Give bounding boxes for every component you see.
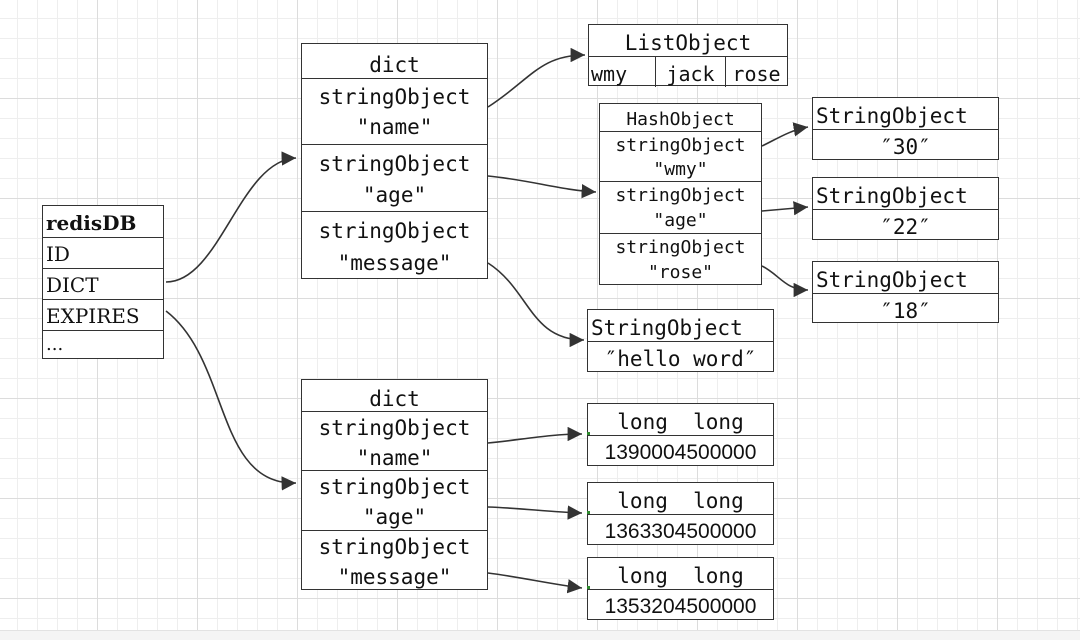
list-object-box: ListObject wmy jack rose xyxy=(588,24,788,87)
dict-main-entry-type: stringObject xyxy=(318,152,471,176)
dict-main-entry-key: "age" xyxy=(362,183,427,207)
hash-value-30-box: StringObject ″30″ xyxy=(812,97,999,160)
long-long-title: long long xyxy=(617,564,744,588)
string-object-title: StringObject xyxy=(591,316,743,340)
arrow-expire-age-to-long xyxy=(487,505,583,520)
bottom-scroll-strip xyxy=(0,630,1080,640)
hash-object-entry-key: "wmy" xyxy=(653,159,708,180)
string-object-title: StringObject xyxy=(816,104,968,128)
redisdb-field-expires: EXPIRES xyxy=(43,299,163,330)
list-object-title: ListObject xyxy=(624,31,752,55)
dict-expires-entry-name: stringObject "name" xyxy=(302,411,487,470)
arrow-message-to-string-object xyxy=(487,262,585,348)
redisdb-title: redisDB xyxy=(46,211,137,235)
string-object-value: ″22″ xyxy=(813,209,998,241)
hash-value-18-box: StringObject ″18″ xyxy=(812,261,999,323)
dict-main-title: dict xyxy=(369,53,420,77)
redisdb-field-id: ID xyxy=(43,237,163,268)
dict-expires-entry-age: stringObject "age" xyxy=(302,470,487,530)
green-marker xyxy=(587,586,590,589)
hash-object-box: HashObject stringObject "wmy" stringObje… xyxy=(599,103,762,285)
message-value-box: StringObject ″hello word″ xyxy=(587,309,774,372)
arrow-name-to-list-object xyxy=(487,47,586,108)
long-long-value: 1353204500000 xyxy=(588,589,773,621)
arrow-wmy-to-value-30 xyxy=(761,122,809,147)
expire-value-age-box: long long 1363304500000 xyxy=(587,482,774,545)
hash-object-title: HashObject xyxy=(626,109,735,130)
dict-main-entry-type: stringObject xyxy=(318,219,471,243)
hash-object-entry-rose: stringObject "rose" xyxy=(600,233,761,284)
arrow-age-to-hash-object xyxy=(487,175,597,199)
hash-object-entry-type: stringObject xyxy=(615,237,746,258)
dict-main-entry-age: stringObject "age" xyxy=(302,144,487,211)
dict-main-entry-name: stringObject "name" xyxy=(302,78,487,144)
list-object-item: wmy xyxy=(589,56,655,87)
string-object-value: ″18″ xyxy=(813,293,998,324)
dict-main-entry-type: stringObject xyxy=(318,85,471,109)
hash-object-entry-age: stringObject "age" xyxy=(600,181,761,233)
dict-expires-entry-type: stringObject xyxy=(318,535,471,559)
dict-expires-entry-key: "name" xyxy=(356,446,433,470)
dict-expires-title: dict xyxy=(369,387,420,411)
dict-main-entry-message: stringObject "message" xyxy=(302,211,487,278)
green-marker xyxy=(587,511,590,514)
hash-object-entry-key: "rose" xyxy=(647,262,714,283)
redisdb-field-more: ... xyxy=(43,330,163,360)
string-object-title: StringObject xyxy=(816,268,968,292)
dict-expires-entry-key: "age" xyxy=(362,505,427,529)
redisdb-box: redisDB ID DICT EXPIRES ... xyxy=(42,205,164,359)
hash-object-entry-key: "age" xyxy=(653,210,708,231)
list-object-item: rose xyxy=(725,56,787,87)
hash-object-entry-wmy: stringObject "wmy" xyxy=(600,131,761,181)
long-long-title: long long xyxy=(617,489,744,513)
arrow-expire-name-to-long xyxy=(487,426,583,444)
string-object-value: ″30″ xyxy=(813,129,998,161)
redisdb-field-dict: DICT xyxy=(43,268,163,299)
green-marker xyxy=(587,432,590,435)
dict-expires-entry-key: "message" xyxy=(337,565,452,589)
dict-main-box: dict stringObject "name" stringObject "a… xyxy=(301,43,488,279)
arrow-rose-to-value-18 xyxy=(761,265,809,298)
expire-value-name-box: long long 1390004500000 xyxy=(587,403,774,466)
dict-expires-entry-type: stringObject xyxy=(318,416,471,440)
dict-expires-entry-message: stringObject "message" xyxy=(302,530,487,589)
long-long-title: long long xyxy=(617,410,744,434)
dict-main-entry-key: "message" xyxy=(337,251,452,275)
hash-object-entry-type: stringObject xyxy=(615,135,746,156)
hash-value-22-box: StringObject ″22″ xyxy=(812,177,999,240)
arrow-expire-message-to-long xyxy=(487,572,583,594)
string-object-title: StringObject xyxy=(816,184,968,208)
dict-main-entry-key: "name" xyxy=(356,115,433,139)
arrow-age-to-value-22 xyxy=(761,201,809,216)
dict-expires-entry-type: stringObject xyxy=(318,475,471,499)
long-long-value: 1363304500000 xyxy=(588,514,773,546)
arrow-expires-to-expires-dict xyxy=(165,310,297,491)
string-object-value: ″hello word″ xyxy=(588,341,773,373)
hash-object-entry-type: stringObject xyxy=(615,185,746,206)
dict-expires-box: dict stringObject "name" stringObject "a… xyxy=(301,379,488,590)
long-long-value: 1390004500000 xyxy=(588,435,773,467)
arrow-dict-to-main-dict xyxy=(165,151,297,283)
expire-value-message-box: long long 1353204500000 xyxy=(587,557,774,620)
list-object-item: jack xyxy=(655,56,725,87)
